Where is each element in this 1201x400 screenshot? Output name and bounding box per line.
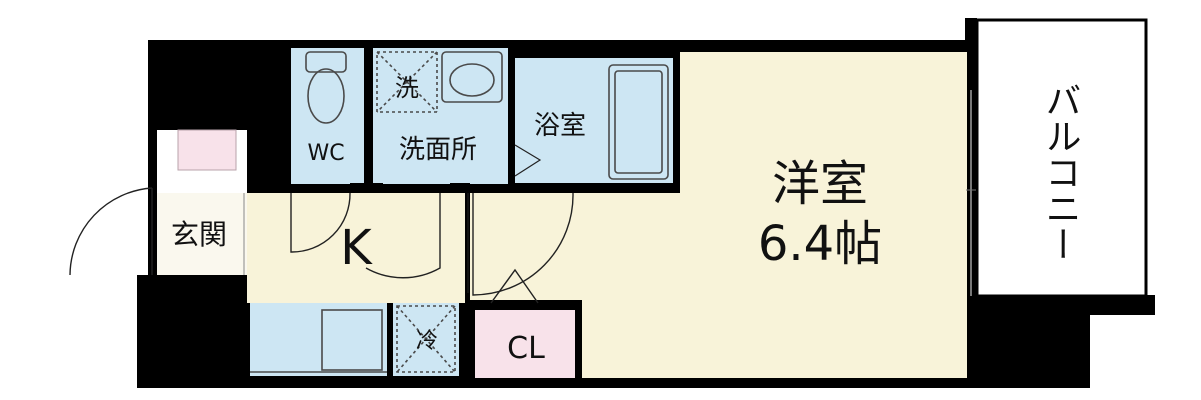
closet-label: CL <box>507 331 545 366</box>
door-swings <box>69 144 574 304</box>
sink-icon <box>441 51 503 103</box>
labels: WC 洗 洗面所 浴室 洋室 6.4帖 K 玄関 冷 CL バルコニー <box>171 74 1081 366</box>
western-room-floor <box>680 52 967 378</box>
washer-icon <box>376 51 438 113</box>
washroom-label: 洗面所 <box>399 135 477 165</box>
fixtures <box>243 51 669 373</box>
entrance-label: 玄関 <box>171 218 227 251</box>
shoe-cabinet <box>177 129 237 171</box>
wc-area <box>291 48 364 184</box>
balcony-label: バルコニー <box>1040 82 1081 262</box>
kitchen-counter <box>250 303 387 376</box>
washer-label: 洗 <box>395 74 419 102</box>
bath-area <box>515 58 673 184</box>
kitchen-label: K <box>340 220 373 276</box>
wc-label: WC <box>307 141 344 166</box>
western-room-label: 洋室 <box>772 156 868 212</box>
balcony <box>966 18 1148 298</box>
bath-label: 浴室 <box>534 111 586 141</box>
entrance-floor <box>157 193 247 275</box>
toilet-icon <box>305 51 347 124</box>
closet-area <box>475 310 577 378</box>
kitchen-floor <box>247 193 465 303</box>
bathtub-icon <box>608 64 669 180</box>
fridge-icon <box>396 305 456 373</box>
western-room-size: 6.4帖 <box>758 216 882 272</box>
fridge-label: 冷 <box>416 329 438 354</box>
stove-icon <box>250 309 387 373</box>
